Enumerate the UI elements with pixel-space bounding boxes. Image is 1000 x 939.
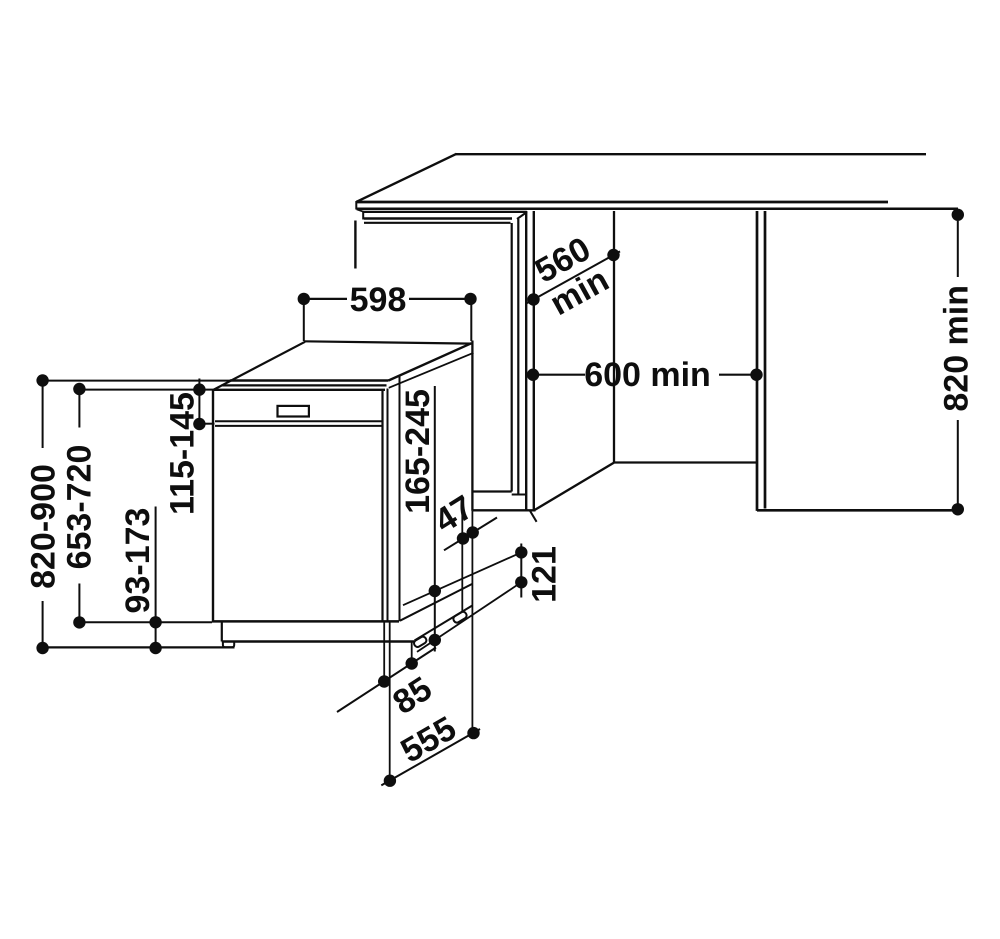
svg-text:121: 121 <box>526 546 564 603</box>
svg-text:653-720: 653-720 <box>61 445 99 570</box>
svg-text:85: 85 <box>386 670 438 722</box>
svg-text:93-173: 93-173 <box>119 508 157 614</box>
svg-text:600 min: 600 min <box>584 356 711 394</box>
svg-text:165-245: 165-245 <box>399 389 437 514</box>
svg-text:820-900: 820-900 <box>25 464 63 589</box>
svg-text:820 min: 820 min <box>938 285 976 412</box>
svg-text:115-145: 115-145 <box>164 392 202 515</box>
svg-text:598: 598 <box>350 281 407 319</box>
